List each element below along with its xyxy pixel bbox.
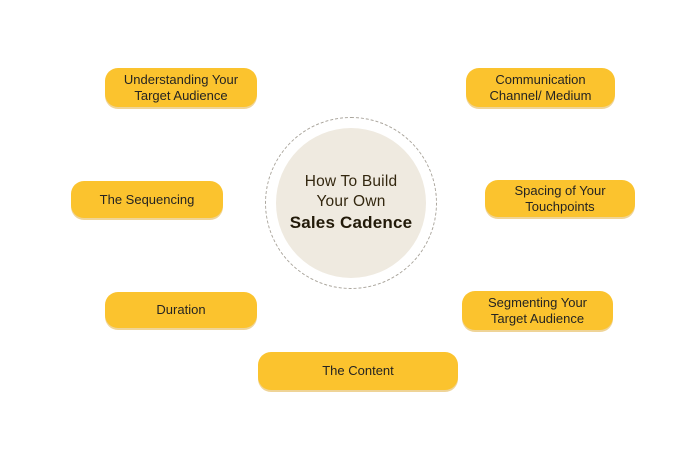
node-spacing-of-touchpoints: Spacing of Your Touchpoints: [485, 180, 635, 217]
center-dashed-ring: [265, 117, 437, 289]
node-label: Understanding Your Target Audience: [123, 71, 239, 103]
node-label: Segmenting Your Target Audience: [487, 294, 588, 326]
node-understanding-target-audience: Understanding Your Target Audience: [105, 68, 257, 107]
hub-title-line1: How To Build: [304, 173, 398, 190]
node-label: The Sequencing: [99, 191, 195, 207]
center-hub: How To Build Your Own Sales Cadence: [276, 128, 426, 278]
node-duration: Duration: [105, 292, 257, 328]
hub-title-line2: Your Own: [316, 193, 386, 210]
node-segmenting-target-audience: Segmenting Your Target Audience: [462, 291, 613, 330]
node-label: The Content: [322, 363, 394, 378]
node-communication-channel-medium: Communication Channel/ Medium: [466, 68, 615, 107]
node-the-content: The Content: [258, 352, 458, 390]
node-label: Duration: [156, 302, 206, 317]
node-label: Communication Channel/ Medium: [489, 71, 592, 103]
hub-title-line3: Sales Cadence: [289, 213, 413, 232]
node-label: Spacing of Your Touchpoints: [514, 182, 606, 214]
node-the-sequencing: The Sequencing: [71, 181, 223, 218]
